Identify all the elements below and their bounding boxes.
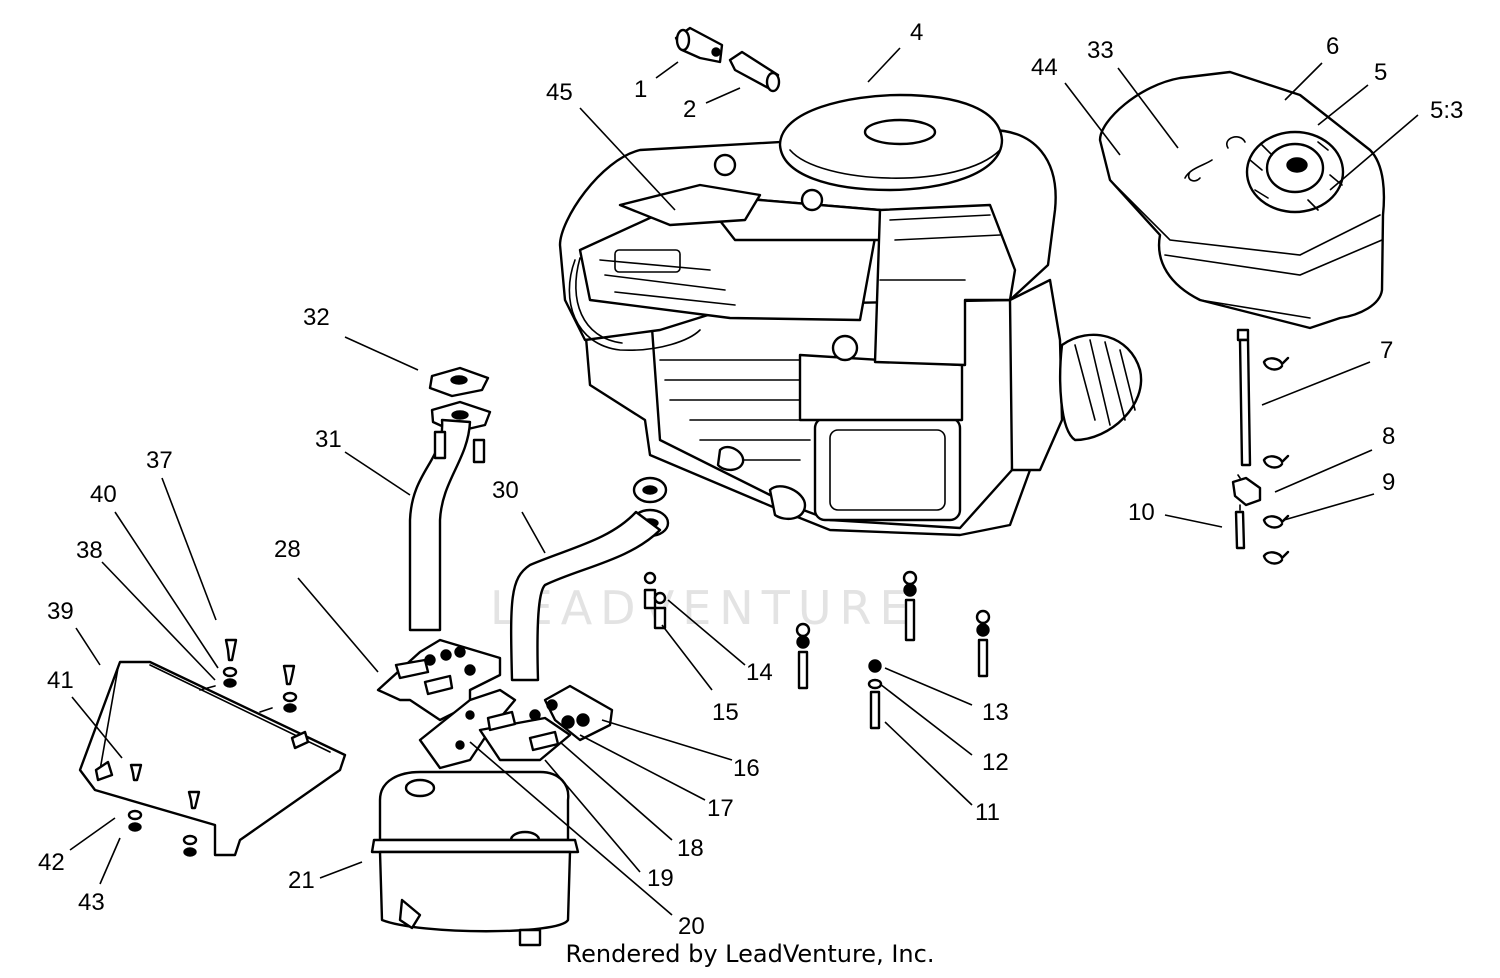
callout-17: 17 (707, 795, 734, 822)
callout-42: 42 (38, 849, 65, 876)
callout-20: 20 (678, 913, 705, 940)
callout-16: 16 (733, 755, 760, 782)
callout-7: 7 (1380, 337, 1393, 364)
callout-4: 4 (910, 19, 923, 46)
callout-10: 10 (1128, 499, 1155, 526)
callout-40: 40 (90, 481, 117, 508)
callout-labels: 1 2 4 5 5:3 6 7 8 9 10 11 12 13 14 15 16… (38, 19, 1463, 940)
callout-2: 2 (683, 96, 696, 123)
leader-lines (69, 47, 1419, 916)
heat-shield (78, 638, 347, 857)
callout-21: 21 (288, 867, 315, 894)
muffler (370, 770, 580, 947)
callout-18: 18 (677, 835, 704, 862)
callout-44: 44 (1031, 54, 1058, 81)
callout-19: 19 (647, 865, 674, 892)
callout-14: 14 (746, 659, 773, 686)
callout-28: 28 (274, 536, 301, 563)
callout-43: 43 (78, 889, 105, 916)
callout-30: 30 (492, 477, 519, 504)
callout-13: 13 (982, 699, 1009, 726)
watermark-text: LEADVENTURE (490, 581, 917, 635)
callout-9: 9 (1382, 469, 1395, 496)
callout-12: 12 (982, 749, 1009, 776)
callout-38: 38 (76, 537, 103, 564)
mount-bolts (795, 570, 991, 730)
callout-37: 37 (146, 447, 173, 474)
fuel-line-assembly (1231, 338, 1290, 565)
callout-33: 33 (1087, 37, 1114, 64)
exhaust-pipes (408, 366, 670, 682)
callout-15: 15 (712, 699, 739, 726)
callout-5-3: 5:3 (1430, 97, 1463, 124)
credit-line: Rendered by LeadVenture, Inc. (565, 940, 935, 968)
callout-5: 5 (1374, 59, 1387, 86)
muffler-bracket (376, 638, 614, 770)
callout-45: 45 (546, 79, 573, 106)
callout-6: 6 (1326, 33, 1339, 60)
callout-32: 32 (303, 304, 330, 331)
callout-1: 1 (634, 76, 647, 103)
callout-41: 41 (47, 667, 74, 694)
callout-31: 31 (315, 426, 342, 453)
callout-8: 8 (1382, 423, 1395, 450)
callout-11: 11 (975, 799, 1000, 826)
engine-assembly (558, 93, 1143, 537)
fuel-tank (1098, 70, 1386, 342)
fuel-fittings (674, 26, 781, 93)
callout-39: 39 (47, 598, 74, 625)
